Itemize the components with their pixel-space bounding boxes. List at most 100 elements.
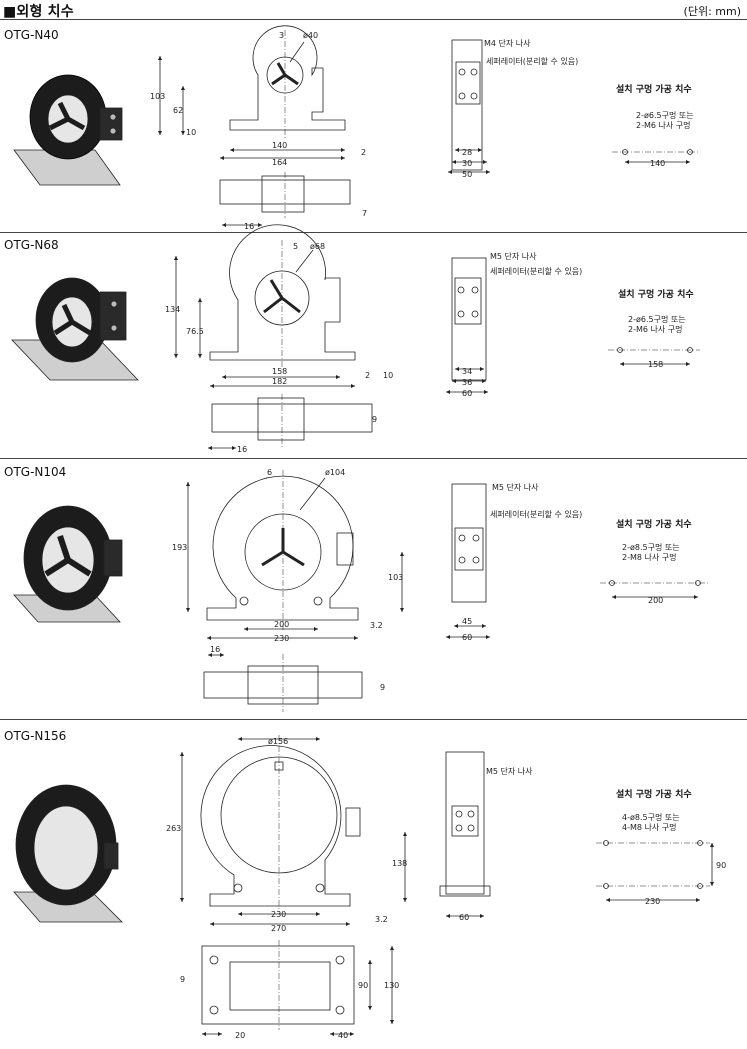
product-photo <box>11 277 139 381</box>
dim-label: 230 <box>274 634 289 643</box>
dim-label: 200 <box>274 620 289 629</box>
dim-label: 200 <box>648 596 663 605</box>
dim-label: 10 <box>186 128 196 137</box>
side-view-drawing <box>446 257 488 394</box>
dim-label: 60 <box>462 633 472 642</box>
side-view-drawing <box>448 39 490 174</box>
terminal-label: M4 단자 나사 <box>484 38 531 48</box>
dim-label: 9 <box>380 683 385 692</box>
dim-label: 16 <box>210 645 220 654</box>
model-name: OTG-N68 <box>4 238 59 252</box>
mounting-hole-drawing <box>600 580 710 599</box>
top-view-drawing <box>208 394 373 450</box>
divider <box>0 232 747 233</box>
dim-label: 16 <box>237 445 247 454</box>
front-view-drawing <box>174 224 356 388</box>
dim-label: 164 <box>272 158 287 167</box>
dim-label: 158 <box>648 360 663 369</box>
dim-label: 45 <box>462 617 472 626</box>
terminal-label: M5 단자 나사 <box>492 482 539 492</box>
dim-label: 6 <box>267 468 272 477</box>
mounting-hole-drawing <box>596 840 714 902</box>
separator-label: 세퍼레이터(분리할 수 있음) <box>490 266 582 276</box>
dim-label: 10 <box>383 371 393 380</box>
dim-label: 90 <box>358 981 368 990</box>
dim-label: ø104 <box>325 468 345 477</box>
dim-label: 130 <box>384 981 399 990</box>
dim-label: ø68 <box>310 242 325 251</box>
dim-label: 103 <box>388 573 403 582</box>
divider <box>0 19 747 20</box>
hole-title: 설치 구멍 가공 치수 <box>616 520 692 530</box>
hole-note: 2-M6 나사 구멍 <box>628 324 683 334</box>
hole-note: 2-ø6.5구멍 또는 <box>628 314 686 324</box>
dim-label: 60 <box>462 389 472 398</box>
dim-label: 16 <box>244 222 254 231</box>
dim-label: 62 <box>173 106 183 115</box>
dim-label: 9 <box>180 975 185 984</box>
dim-label: 263 <box>166 824 181 833</box>
product-photo <box>13 505 123 623</box>
front-view-drawing <box>180 735 407 926</box>
hole-note: 4-M8 나사 구멍 <box>622 822 677 832</box>
page-title: ■외형 치수 <box>3 4 74 20</box>
separator-label: 세퍼레이터(분리할 수 있음) <box>490 509 582 519</box>
front-view-drawing <box>186 470 404 640</box>
dim-label: 36 <box>462 378 472 387</box>
mounting-hole-drawing <box>608 347 700 366</box>
model-name: OTG-N104 <box>4 465 67 479</box>
dim-label: 5 <box>293 242 298 251</box>
side-view-drawing <box>439 751 491 918</box>
front-view-drawing <box>158 25 346 160</box>
dim-label: 138 <box>392 859 407 868</box>
top-view-drawing <box>203 653 363 712</box>
hole-title: 설치 구멍 가공 치수 <box>618 290 694 300</box>
dim-label: 9 <box>372 415 377 424</box>
dim-label: ø40 <box>303 31 318 40</box>
dim-label: 103 <box>150 92 165 101</box>
hole-title: 설치 구멍 가공 치수 <box>616 790 692 800</box>
dim-label: 2 <box>365 371 370 380</box>
dim-label: 140 <box>272 141 287 150</box>
side-view-drawing <box>446 483 490 639</box>
dim-label: 230 <box>645 897 660 906</box>
hole-note: 4-ø8.5구멍 또는 <box>622 812 680 822</box>
dim-label: 270 <box>271 924 286 933</box>
divider <box>0 719 747 720</box>
hole-note: 2-M8 나사 구멍 <box>622 552 677 562</box>
dim-label: 3 <box>279 31 284 40</box>
top-view-drawing <box>219 172 351 227</box>
dim-label: 158 <box>272 367 287 376</box>
model-name: OTG-N40 <box>4 28 59 42</box>
dim-label: 30 <box>462 159 472 168</box>
dim-label: 134 <box>165 305 180 314</box>
hole-note: 2-ø8.5구멍 또는 <box>622 542 680 552</box>
dim-label: 90 <box>716 861 726 870</box>
model-name: OTG-N156 <box>4 729 67 743</box>
terminal-label: M5 단자 나사 <box>490 251 537 261</box>
dim-label: 3.2 <box>370 621 383 630</box>
dim-label: 230 <box>271 910 286 919</box>
hole-note: 2-M6 나사 구멍 <box>636 120 691 130</box>
dim-label: 76.5 <box>186 327 204 336</box>
dim-label: 182 <box>272 377 287 386</box>
dim-label: 3.2 <box>375 915 388 924</box>
dim-label: 7 <box>362 209 367 218</box>
product-photo <box>13 784 123 923</box>
terminal-label: M5 단자 나사 <box>486 766 533 776</box>
dim-label: 50 <box>462 170 472 179</box>
dim-label: 40 <box>338 1031 348 1040</box>
hole-note: 2-ø6.5구멍 또는 <box>636 110 694 120</box>
dim-label: 28 <box>462 148 472 157</box>
separator-label: 세퍼레이터(분리할 수 있음) <box>486 56 578 66</box>
divider <box>0 458 747 459</box>
dim-label: ø156 <box>268 737 288 746</box>
dim-label: 20 <box>235 1031 245 1040</box>
unit-note: (단위: mm) <box>683 5 741 18</box>
product-photo <box>13 74 123 186</box>
dim-label: 2 <box>361 148 366 157</box>
dim-label: 60 <box>459 913 469 922</box>
top-view-drawing <box>201 940 394 1036</box>
